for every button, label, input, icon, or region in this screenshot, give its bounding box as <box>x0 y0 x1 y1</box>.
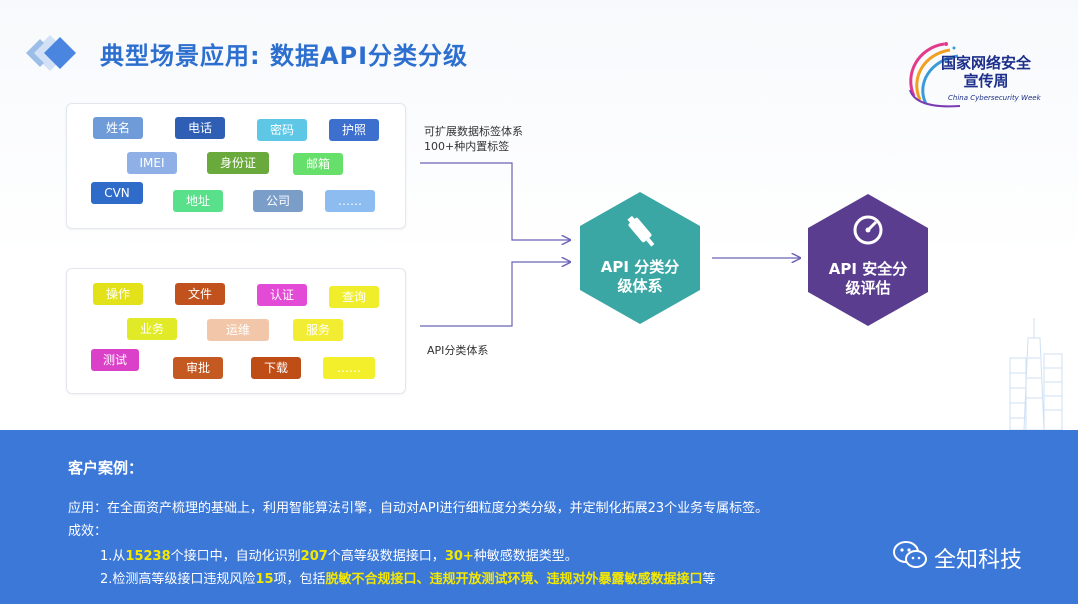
logo-title-line2: 宣传周 <box>963 72 1009 90</box>
case-text: 2.检测高等级接口违规风险 <box>100 572 256 587</box>
tag-chip: 邮箱 <box>293 153 343 175</box>
tag-chip: CVN <box>91 182 143 204</box>
case-highlight: 脱敏不合规接口、违规开放测试环境、违规对外暴露敏感数据接口 <box>325 572 703 587</box>
case-highlight: 207 <box>300 549 328 564</box>
tag-chip: 文件 <box>175 283 225 305</box>
tower-decoration-icon <box>1009 318 1063 430</box>
hexagon-classification-label-line2: 级体系 <box>617 277 663 295</box>
case-result-label: 成效： <box>68 524 108 539</box>
tag-chip: 电话 <box>175 117 225 139</box>
logo-title: 国家网络安全 宣传周 <box>930 54 1042 90</box>
connector-top <box>420 162 570 240</box>
tag-system-label-line1: 可扩展数据标签体系 <box>424 125 523 138</box>
flow-connectors <box>420 162 1078 327</box>
tag-chip: 姓名 <box>93 117 143 139</box>
usb-icon <box>627 215 655 247</box>
case-highlight: 30+ <box>444 549 474 564</box>
tag-chip: 地址 <box>173 190 223 212</box>
logo-subtitle: China Cybersecurity Week <box>948 94 1041 102</box>
cybersecurity-week-logo: 国家网络安全 宣传周 China Cybersecurity Week <box>900 36 1060 116</box>
tag-chip: 护照 <box>329 119 379 141</box>
case-text: 个高等级数据接口， <box>327 549 445 564</box>
tag-system-label-line2: 100+种内置标签 <box>424 140 510 153</box>
hexagon-assessment-label-line2: 级评估 <box>845 279 891 297</box>
case-title: 客户案例： <box>68 459 144 477</box>
hexagon-assessment <box>808 194 928 326</box>
tag-chip: 密码 <box>257 119 307 141</box>
case-text: 种敏感数据类型。 <box>473 549 578 564</box>
tag-chip: 公司 <box>253 190 303 212</box>
case-result-1: 1.从15238个接口中，自动化识别207个高等级数据接口，30+种敏感数据类型… <box>100 545 578 564</box>
hexagon-classification-label-line1: API 分类分 <box>600 258 680 276</box>
case-text: 个接口中，自动化识别 <box>170 549 301 564</box>
tag-system-label: 可扩展数据标签体系 100+种内置标签 <box>424 124 523 154</box>
case-text: 1.从 <box>100 549 126 564</box>
wechat-icon <box>893 541 927 568</box>
logo-arc-icon <box>909 42 961 108</box>
api-system-label: API分类体系 <box>427 344 489 357</box>
hexagon-classification <box>580 192 700 324</box>
diamond-logo-icon <box>26 35 76 71</box>
tag-chip: …… <box>325 190 375 212</box>
logo-title-line1: 国家网络安全 <box>940 54 1031 72</box>
tag-chip: 认证 <box>257 284 307 306</box>
page-title: 典型场景应用: 数据API分类分级 <box>100 42 469 70</box>
tag-chip: IMEI <box>127 152 177 174</box>
hexagon-classification-label: API 分类分 级体系 <box>586 258 694 296</box>
tag-chip: 操作 <box>93 283 143 305</box>
tag-chip: 审批 <box>173 357 223 379</box>
gauge-icon <box>853 215 883 245</box>
api-category-box: 操作 文件 认证 查询 业务 运维 服务 测试 审批 下载 …… <box>66 268 406 394</box>
data-tag-box: 姓名 电话 密码 护照 IMEI 身份证 邮箱 CVN 地址 公司 …… <box>66 103 406 229</box>
hexagon-assessment-label: API 安全分 级评估 <box>814 260 922 298</box>
tag-chip: 测试 <box>91 349 139 371</box>
hexagon-assessment-label-line1: API 安全分 <box>828 260 908 278</box>
case-application: 应用：在全面资产梳理的基础上，利用智能算法引擎，自动对API进行细粒度分类分级，… <box>68 501 769 516</box>
tag-chip: 查询 <box>329 286 379 308</box>
tag-chip: 业务 <box>127 318 177 340</box>
tag-chip: 运维 <box>207 319 269 341</box>
tag-chip: 下载 <box>251 357 301 379</box>
case-text: 等 <box>702 572 716 587</box>
case-text: 项，包括 <box>273 572 326 587</box>
tag-chip: …… <box>323 357 375 379</box>
wechat-account: 全知科技 <box>892 540 1052 573</box>
tag-chip: 服务 <box>293 319 343 341</box>
tag-chip: 身份证 <box>207 152 269 174</box>
connector-bottom <box>420 262 570 327</box>
case-highlight: 15 <box>255 572 274 587</box>
case-result-2: 2.检测高等级接口违规风险15项，包括脱敏不合规接口、违规开放测试环境、违规对外… <box>100 568 716 587</box>
slide-top: 典型场景应用: 数据API分类分级 国家网络安全 宣传周 China Cyber… <box>0 0 1078 430</box>
case-highlight: 15238 <box>125 549 171 564</box>
wechat-account-name: 全知科技 <box>934 548 1023 573</box>
case-panel <box>0 430 1078 604</box>
